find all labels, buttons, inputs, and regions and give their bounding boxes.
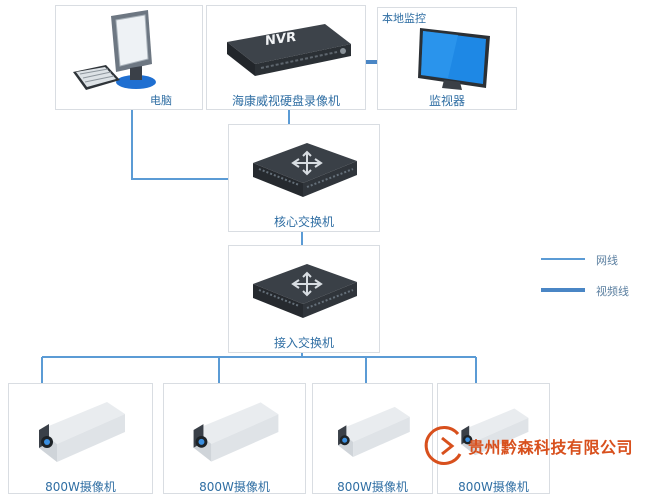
monitor-node: 本地监控 监视器 (377, 7, 517, 110)
computer-icon (73, 10, 156, 90)
access-switch-node: 接入交换机 (228, 245, 380, 353)
camera-label: 800W摄像机 (337, 480, 408, 494)
nvr-node: NVR 海康威视硬盘录像机 (206, 5, 366, 110)
legend-video-label: 视频线 (596, 285, 629, 298)
core-switch-node: 核心交换机 (228, 124, 380, 232)
company-name: 贵州黔森科技有限公司 (468, 438, 634, 457)
company-logo-icon (424, 426, 462, 465)
switch-icon (253, 143, 357, 197)
company-watermark: 贵州黔森科技有限公司 (418, 424, 646, 468)
access-switch-label: 接入交换机 (273, 336, 334, 350)
core-switch-label: 核心交换机 (273, 215, 334, 229)
monitor-icon (418, 28, 490, 90)
camera-icon (39, 402, 125, 462)
camera-node: 800W摄像机 (312, 383, 433, 494)
network-line-pc-core (131, 110, 228, 180)
nvr-icon (227, 24, 351, 76)
camera-node: 800W摄像机 (163, 383, 306, 494)
switch-icon (253, 264, 357, 318)
camera-label: 800W摄像机 (199, 480, 270, 494)
camera-node: 800W摄像机 (8, 383, 153, 494)
local-monitoring-label: 本地监控 (382, 12, 426, 25)
pc-node: 电脑 (55, 5, 203, 110)
camera-node: 800W摄像机 (437, 383, 550, 494)
monitor-label: 监视器 (428, 94, 465, 108)
pc-label: 电脑 (150, 94, 172, 107)
camera-icon (193, 402, 279, 462)
camera-icon (338, 406, 410, 457)
legend-network-label: 网线 (596, 254, 618, 267)
camera-icon (461, 408, 529, 456)
nvr-label: 海康威视硬盘录像机 (231, 94, 340, 108)
camera-label: 800W摄像机 (45, 480, 116, 494)
camera-label: 800W摄像机 (458, 480, 529, 494)
